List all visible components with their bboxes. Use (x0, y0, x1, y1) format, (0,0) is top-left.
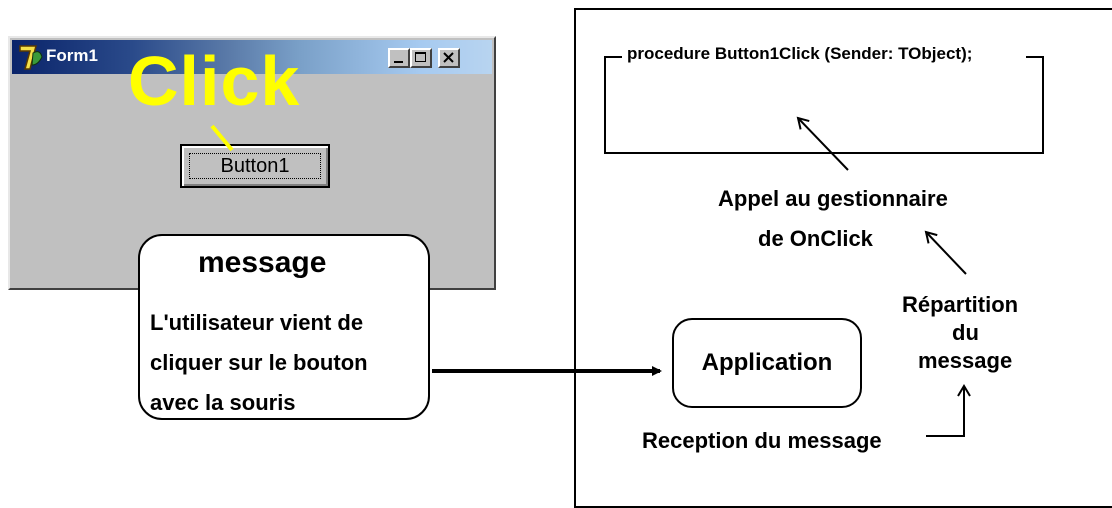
message-line-3: avec la souris (150, 390, 296, 415)
delphi-app-icon (18, 43, 44, 71)
focus-rectangle (189, 153, 321, 179)
form-title: Form1 (46, 46, 98, 65)
message-box (138, 234, 430, 420)
message-line-1: L'utilisateur vient de (150, 310, 364, 335)
dispatch-line-2: du (952, 320, 979, 345)
application-box: Application (672, 318, 862, 408)
handler-call-line-2: de OnClick (758, 226, 873, 251)
procedure-label: procedure Button1Click (Sender: TObject)… (624, 44, 976, 64)
minimize-button[interactable] (388, 48, 410, 68)
handler-call-line-1: Appel au gestionnaire (718, 186, 948, 211)
procedure-box-top-left (604, 56, 622, 58)
maximize-button[interactable] (410, 48, 432, 68)
message-title: message (198, 246, 327, 279)
procedure-box-top-right (1026, 56, 1044, 58)
reception-label: Reception du message (642, 428, 882, 453)
title-bar: Form1 (12, 40, 492, 74)
application-label: Application (701, 349, 833, 376)
button1[interactable]: Button1 (180, 144, 330, 188)
dispatch-line-1: Répartition (902, 292, 1019, 317)
click-annotation: Click (128, 42, 301, 120)
procedure-box (604, 56, 1044, 154)
close-icon (443, 52, 454, 63)
close-button[interactable] (438, 48, 460, 68)
button1-label: Button1 (220, 154, 290, 177)
message-line-2: cliquer sur le bouton (150, 350, 368, 375)
dispatch-line-3: message (918, 348, 1013, 373)
